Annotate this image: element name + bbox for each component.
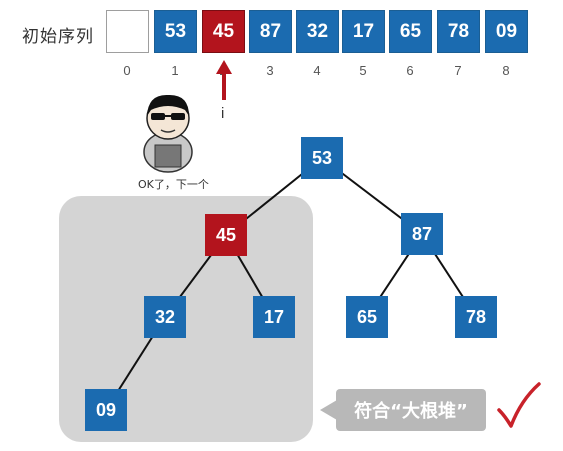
pointer-label: i	[221, 105, 225, 122]
tree-node-current: 45	[205, 214, 247, 256]
tree-node: 09	[85, 389, 127, 431]
sunglasses-meme-avatar-icon	[143, 94, 193, 173]
tree-node: 17	[253, 296, 295, 338]
up-arrow-icon	[216, 60, 232, 100]
sequence-label: 初始序列	[22, 27, 94, 47]
array-cell-7: 78	[437, 10, 480, 53]
array-index-6: 6	[406, 63, 414, 78]
tree-node-root: 53	[301, 137, 343, 179]
array-index-7: 7	[454, 63, 462, 78]
array-index-8: 8	[502, 63, 510, 78]
tree-node: 65	[346, 296, 388, 338]
tree-node: 87	[401, 213, 443, 255]
array-index-0: 0	[123, 63, 131, 78]
array-index-1: 1	[171, 63, 179, 78]
array-cell-2: 45	[202, 10, 245, 53]
callout-label: 符合“大根堆”	[336, 389, 486, 431]
array-index-3: 3	[266, 63, 274, 78]
tree-node: 78	[455, 296, 497, 338]
array-cell-4: 32	[296, 10, 339, 53]
array-cell-6: 65	[389, 10, 432, 53]
array-cell-5: 17	[342, 10, 385, 53]
array-index-5: 5	[359, 63, 367, 78]
array-cell-1: 53	[154, 10, 197, 53]
tree-node: 32	[144, 296, 186, 338]
callout-pointer	[320, 400, 337, 420]
array-cell-8: 09	[485, 10, 528, 53]
check-mark-icon	[497, 382, 541, 428]
speech-text: OK了，下一个	[138, 178, 209, 191]
array-cell-3: 87	[249, 10, 292, 53]
array-cell-0	[106, 10, 149, 53]
array-index-4: 4	[313, 63, 321, 78]
